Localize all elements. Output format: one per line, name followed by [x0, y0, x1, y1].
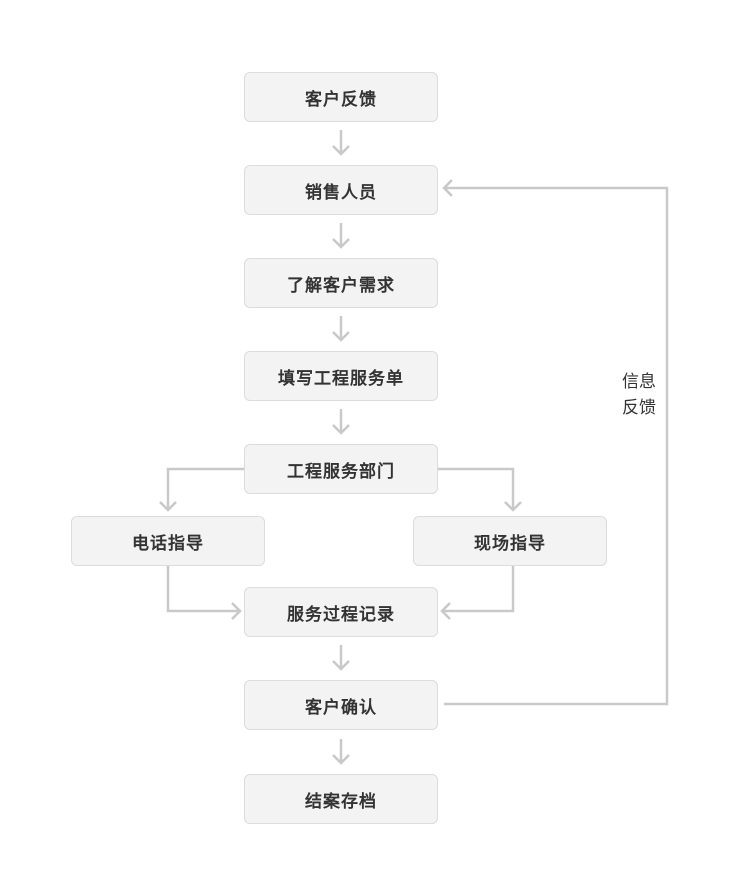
arrow-onsite-to-record	[440, 566, 515, 620]
arrow-feedback-to-sales	[332, 130, 350, 156]
arrow-dept-to-phone	[159, 467, 244, 512]
feedback-loop-label-line2: 反馈	[622, 398, 656, 418]
arrow-confirm-feedback-loop	[442, 179, 669, 706]
node-customer-confirm: 客户确认	[244, 680, 438, 730]
arrow-confirm-to-archive	[332, 739, 350, 765]
node-service-record: 服务过程记录	[244, 587, 438, 637]
arrow-form-to-dept	[332, 409, 350, 435]
node-archive: 结案存档	[244, 774, 438, 824]
node-sales-staff: 销售人员	[244, 165, 438, 215]
node-customer-feedback: 客户反馈	[244, 72, 438, 122]
node-understand-needs: 了解客户需求	[244, 258, 438, 308]
feedback-loop-label-line1: 信息	[622, 372, 656, 392]
arrow-record-to-confirm	[332, 645, 350, 671]
node-engineering-dept: 工程服务部门	[244, 444, 438, 494]
arrow-dept-to-onsite	[438, 467, 522, 512]
arrow-needs-to-form	[332, 316, 350, 342]
node-phone-guidance: 电话指导	[71, 516, 265, 566]
node-onsite-guidance: 现场指导	[413, 516, 607, 566]
feedback-loop-label: 信息 反馈	[619, 369, 659, 421]
arrow-sales-to-needs	[332, 223, 350, 249]
node-fill-service-form: 填写工程服务单	[244, 351, 438, 401]
arrow-phone-to-record	[166, 566, 242, 620]
